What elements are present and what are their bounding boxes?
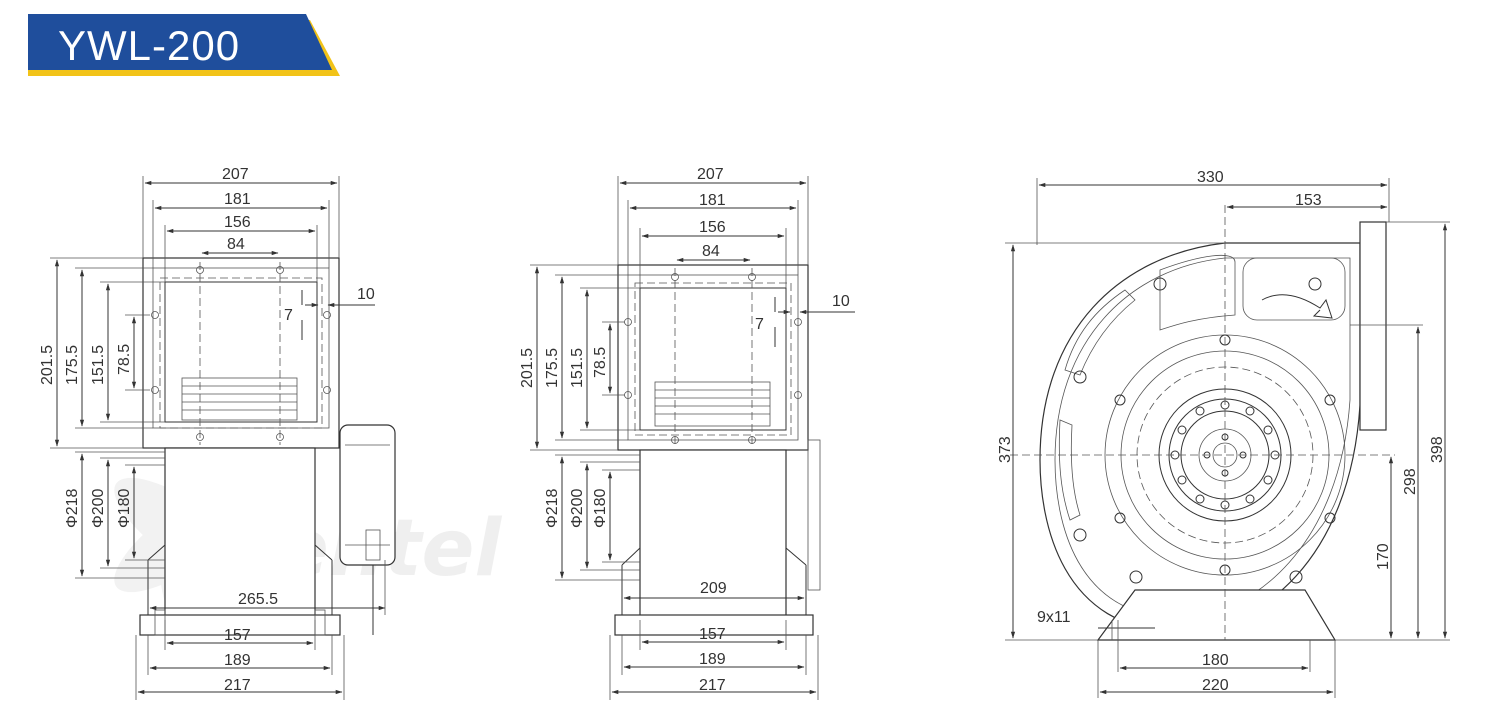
model-title: YWL-200	[58, 22, 241, 69]
dim-diameter-218: Φ218	[544, 488, 561, 528]
dim-height-201-5: 201.5	[519, 348, 536, 388]
dim-height-170: 170	[1375, 543, 1392, 570]
dim-base-157: 157	[224, 627, 251, 644]
dim-7: 7	[284, 307, 293, 324]
dim-7: 7	[755, 316, 764, 333]
dim-base-220: 220	[1202, 677, 1229, 694]
dim-base-217: 217	[224, 677, 251, 694]
dim-width-207: 207	[222, 166, 249, 183]
dim-width-181: 181	[224, 191, 251, 208]
dim-height-175-5: 175.5	[544, 348, 561, 388]
dim-width-84: 84	[702, 243, 720, 260]
dim-height-78-5: 78.5	[116, 344, 133, 375]
dim-10: 10	[832, 293, 850, 310]
dim-base-157: 157	[699, 626, 726, 643]
dim-depth-265-5: 265.5	[238, 591, 278, 608]
dim-10: 10	[357, 286, 375, 303]
dim-base-189: 189	[224, 652, 251, 669]
dim-height-201-5: 201.5	[39, 345, 56, 385]
dim-height-151-5: 151.5	[569, 348, 586, 388]
dim-height-373: 373	[997, 436, 1014, 463]
dim-base-217: 217	[699, 677, 726, 694]
dim-height-298: 298	[1402, 468, 1419, 495]
dim-diameter-200: Φ200	[569, 488, 586, 528]
dim-diameter-200: Φ200	[90, 488, 107, 528]
dim-width-153: 153	[1295, 192, 1322, 209]
housing-bolts	[1073, 277, 1336, 584]
dim-width-181: 181	[699, 192, 726, 209]
dim-base-180: 180	[1202, 652, 1229, 669]
dim-height-78-5: 78.5	[592, 347, 609, 378]
dim-height-175-5: 175.5	[64, 345, 81, 385]
dim-diameter-218: Φ218	[64, 488, 81, 528]
side-view-1: 207 181 156 84 10 7 201.5 175.5 151.5	[39, 166, 396, 700]
dim-width-156: 156	[224, 214, 251, 231]
dim-width-330: 330	[1197, 169, 1224, 186]
dim-diameter-180: Φ180	[592, 488, 609, 528]
title-banner: YWL-200	[28, 14, 340, 76]
dim-height-151-5: 151.5	[90, 345, 107, 385]
dim-height-398: 398	[1429, 436, 1446, 463]
dim-hole-9x11: 9x11	[1037, 609, 1071, 626]
dim-base-189: 189	[699, 651, 726, 668]
dim-diameter-180: Φ180	[116, 488, 133, 528]
dim-width-84: 84	[227, 236, 245, 253]
dim-width-156: 156	[699, 219, 726, 236]
side-view-2: 207 181 156 84 10 7 201.5 175.5 151.5 78…	[519, 166, 855, 700]
dim-width-207: 207	[697, 166, 724, 183]
dim-depth-209: 209	[700, 580, 727, 597]
front-view: 330 153 373 398 298 170 9x11 180 220	[997, 169, 1450, 698]
